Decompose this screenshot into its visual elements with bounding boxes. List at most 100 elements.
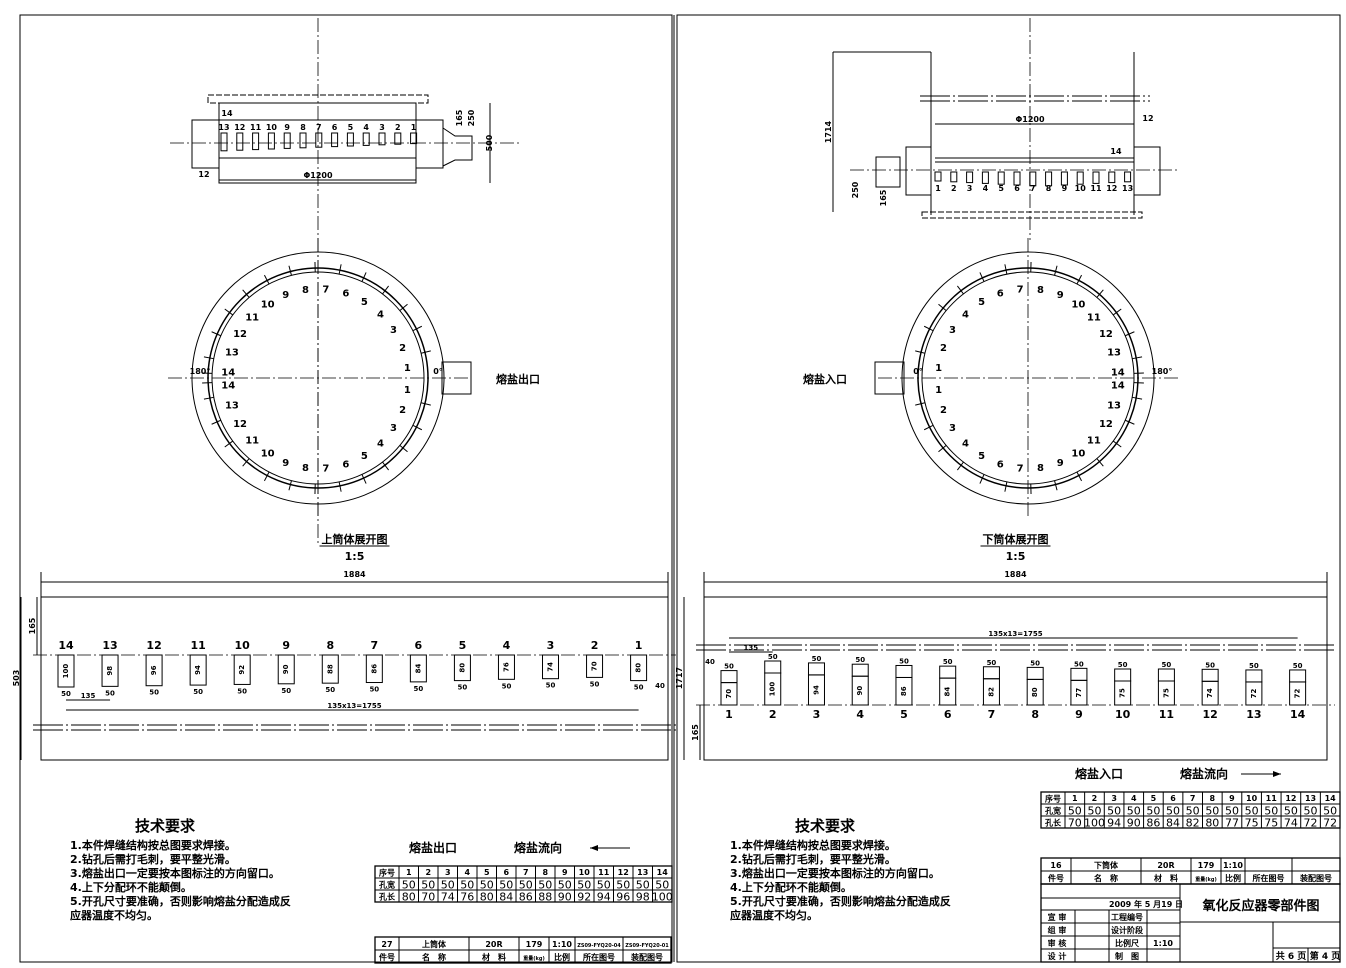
dim-height: 1717 (675, 667, 684, 689)
hole-number: 5 (361, 297, 368, 308)
table-cell: 50 (1304, 805, 1318, 818)
title-block-header: 所在图号 (1252, 873, 1285, 883)
hole-number: 5 (978, 297, 985, 308)
dim-1714: 1714 (824, 120, 833, 143)
table-cell: 8 (542, 868, 548, 877)
date: 2009 年 5 月19 日 (1109, 899, 1183, 909)
hole-number: 12 (1099, 329, 1113, 340)
hole-label: 13 (218, 123, 229, 132)
hole (365, 654, 383, 684)
hole-top (1070, 667, 1088, 681)
hole (394, 132, 402, 145)
table-cell: 70 (421, 891, 435, 904)
table-cell: 50 (1284, 805, 1298, 818)
tick (1112, 308, 1122, 316)
tick (211, 331, 221, 337)
title-block-value: ZS09-FYQ20-04 (577, 943, 621, 949)
hole-number: 7 (988, 708, 996, 721)
table-cell: 50 (1245, 805, 1259, 818)
hole-width: 50 (634, 684, 644, 692)
title-block-value: 1:10 (1223, 861, 1243, 870)
hole-length: 75 (1162, 688, 1170, 698)
tech-item: 1.本件焊缝结构按总图要求焊接。 (730, 838, 896, 852)
table-cell: 6 (503, 868, 509, 877)
hole-length: 98 (106, 666, 114, 676)
dim-diameter: Φ1200 (303, 171, 333, 180)
hole (346, 132, 354, 147)
tick (1076, 274, 1083, 285)
table-cell: 86 (519, 891, 533, 904)
hole-number: 7 (1017, 284, 1024, 295)
table-cell: 50 (1264, 805, 1278, 818)
hole (1092, 171, 1100, 184)
hole-number: 13 (1107, 400, 1121, 411)
hole-width: 50 (1162, 661, 1172, 669)
hole (542, 654, 560, 680)
table-cell: 50 (1146, 805, 1160, 818)
hole-number: 8 (302, 463, 309, 474)
tick (1076, 471, 1083, 482)
field-label: 工程编号 (1111, 912, 1143, 922)
dim-250: 250 (467, 109, 476, 126)
hole-number: 3 (949, 423, 956, 434)
hole-number: 12 (1202, 708, 1217, 721)
table-cell: 50 (1166, 805, 1180, 818)
hole (1076, 171, 1084, 185)
hole-number: 8 (1037, 285, 1044, 296)
table-cell: 74 (1284, 817, 1298, 830)
table-flow-label: 熔盐流向 (514, 840, 562, 855)
table-cell: 14 (1325, 794, 1337, 803)
table-cell: 90 (558, 891, 572, 904)
table-cell: 12 (618, 868, 629, 877)
inlet-pipe (875, 156, 901, 188)
tick (1054, 480, 1058, 491)
table-cell: 50 (519, 879, 533, 892)
field-label: 比例尺 (1115, 938, 1139, 948)
hole-number: 2 (769, 708, 777, 721)
hole-number: 12 (1099, 419, 1113, 430)
hole-number: 4 (856, 708, 864, 721)
dim-diameter: Φ1200 (1015, 115, 1045, 124)
hole-number: 10 (235, 639, 251, 652)
tick (382, 461, 390, 471)
title-block-value: 16 (1050, 861, 1062, 870)
table-cell: 94 (597, 891, 611, 904)
hole-label: 7 (1030, 184, 1036, 193)
title-block-header: 装配图号 (630, 952, 663, 962)
hole-width: 50 (855, 656, 865, 664)
tick (224, 440, 234, 448)
table-cell: 5 (1151, 794, 1157, 803)
hole-width: 50 (590, 680, 600, 688)
tick (979, 474, 985, 484)
tech-title: 技术要求 (135, 817, 196, 835)
hole-length: 77 (1075, 688, 1083, 698)
hole-number: 11 (1087, 313, 1101, 324)
dev-scale: 1:5 (345, 550, 365, 563)
dim-wall: 12 (1142, 114, 1153, 123)
table-cell: 90 (1127, 817, 1141, 830)
table-cell: 10 (579, 868, 591, 877)
tick (242, 458, 250, 467)
hole-number: 13 (225, 400, 239, 411)
hole (966, 171, 974, 184)
hole-width: 50 (724, 663, 734, 671)
table-cell: 50 (1087, 805, 1101, 818)
hole-number: 8 (1031, 708, 1039, 721)
dim-edge: 40 (705, 658, 715, 666)
tech-item: 2.钻孔后需打毛刺，要平整光滑。 (70, 852, 236, 866)
hole-label: 1 (411, 123, 417, 132)
hole-number: 14 (221, 380, 235, 391)
hole-top (807, 662, 825, 676)
hole-label: 3 (967, 184, 973, 193)
table-cell: 6 (1170, 794, 1176, 803)
tech-item: 3.熔盐出口一定要按本图标注的方向留口。 (730, 866, 940, 880)
hole-number: 12 (146, 639, 161, 652)
hole-number: 1 (635, 639, 643, 652)
hole-number: 1 (935, 363, 942, 374)
table-cell: 70 (1068, 817, 1082, 830)
right-pipe (1133, 146, 1161, 196)
tick (956, 285, 964, 295)
table-cell: 50 (616, 879, 630, 892)
tick (399, 445, 408, 453)
hole-length: 96 (150, 665, 158, 675)
